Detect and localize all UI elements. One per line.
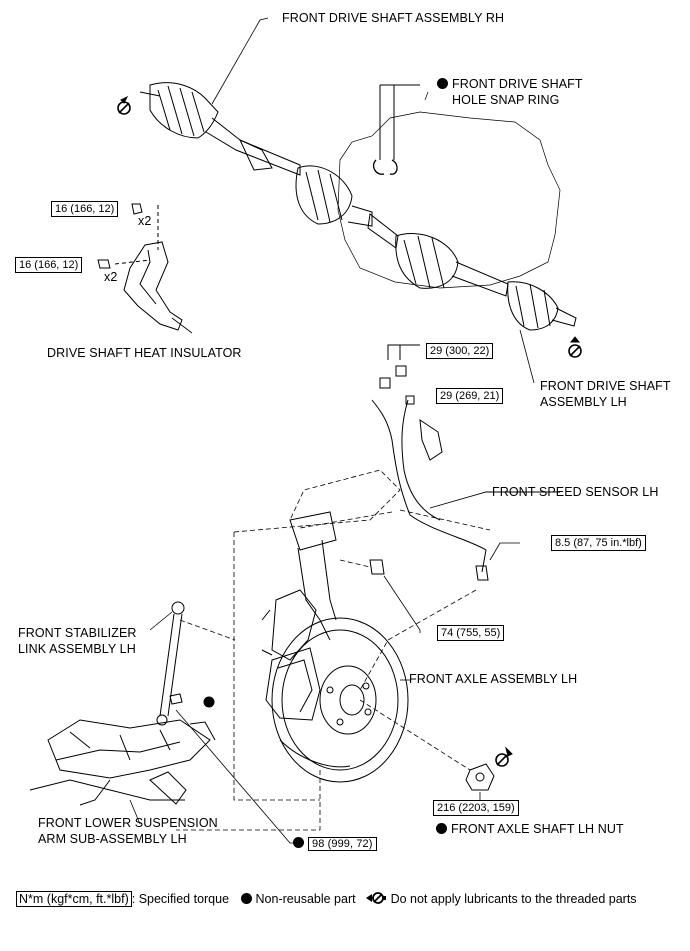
nonreusable-dot: [293, 837, 304, 848]
label-drive-shaft-lh-line2: ASSEMBLY LH: [540, 395, 627, 409]
drive-shaft-rh: [139, 82, 399, 249]
label-axle-assembly: FRONT AXLE ASSEMBLY LH: [409, 672, 578, 686]
transaxle-outline: [337, 91, 561, 289]
drive-shaft-lh: [395, 233, 577, 331]
label-lower-arm-line2: ARM SUB-ASSEMBLY LH: [38, 832, 187, 846]
label-lower-arm-line1: FRONT LOWER SUSPENSION: [38, 816, 218, 830]
legend: N*m (kgf*cm, ft.*lbf): Specified torque …: [16, 891, 637, 907]
label-snap-ring-line1: FRONT DRIVE SHAFT: [452, 77, 583, 91]
torque-spec-6: 74 (755, 55): [437, 625, 505, 641]
torque-spec-3: 29 (300, 22): [426, 343, 494, 359]
steering-knuckle: [261, 511, 385, 661]
torque-spec-4: 29 (269, 21): [436, 388, 504, 404]
label-axle-nut-text: FRONT AXLE SHAFT LH NUT: [451, 822, 624, 836]
axle-nut-part: [465, 763, 495, 791]
legend-nonreusable-text: Non-reusable part: [255, 892, 356, 906]
torque-spec-7-wrap: 98 (999, 72): [293, 836, 377, 851]
label-stabilizer-line2: LINK ASSEMBLY LH: [18, 642, 136, 656]
snap-ring: [372, 84, 420, 175]
legend-torque-text: : Specified torque: [131, 892, 230, 906]
label-snap-ring: FRONT DRIVE SHAFT: [437, 77, 583, 92]
label-axle-nut: FRONT AXLE SHAFT LH NUT: [436, 822, 624, 837]
torque-spec-1: 16 (166, 12): [51, 201, 119, 217]
label-heat-insulator: DRIVE SHAFT HEAT INSULATOR: [47, 346, 242, 360]
torque-spec-7: 98 (999, 72): [308, 837, 377, 851]
label-stabilizer-line1: FRONT STABILIZER: [18, 626, 137, 640]
torque-spec-2: 16 (166, 12): [15, 257, 83, 273]
lower-arm-part: [29, 719, 216, 806]
nonreusable-dot: [437, 78, 448, 89]
no-lube-marker-nut: [495, 746, 513, 767]
axle-hub-rotor: [265, 617, 409, 783]
nonreusable-dot: [436, 823, 447, 834]
stabilizer-link-part: [156, 601, 185, 726]
label-speed-sensor: FRONT SPEED SENSOR LH: [492, 485, 659, 499]
no-lube-marker-lh: [568, 336, 582, 358]
legend-torque-box: N*m (kgf*cm, ft.*lbf): [16, 891, 132, 907]
legend-nolube-text: Do not apply lubricants to the threaded …: [390, 892, 637, 906]
label-drive-shaft-lh-line1: FRONT DRIVE SHAFT: [540, 379, 671, 393]
no-lube-icon: [366, 892, 387, 904]
speed-sensor-harness: [371, 399, 560, 581]
quantity-2: x2: [104, 270, 118, 284]
nonreusable-dot-stab: [203, 696, 215, 708]
legend-nonreusable-dot: [240, 893, 252, 904]
torque-spec-8: 216 (2203, 159): [433, 800, 519, 816]
quantity-1: x2: [138, 214, 152, 228]
label-drive-shaft-rh: FRONT DRIVE SHAFT ASSEMBLY RH: [282, 11, 505, 25]
heat-insulator-part: [97, 203, 183, 331]
label-snap-ring-line2: HOLE SNAP RING: [452, 93, 560, 107]
torque-spec-5: 8.5 (87, 75 in.*lbf): [551, 535, 646, 551]
no-lube-marker-rh: [117, 95, 131, 115]
